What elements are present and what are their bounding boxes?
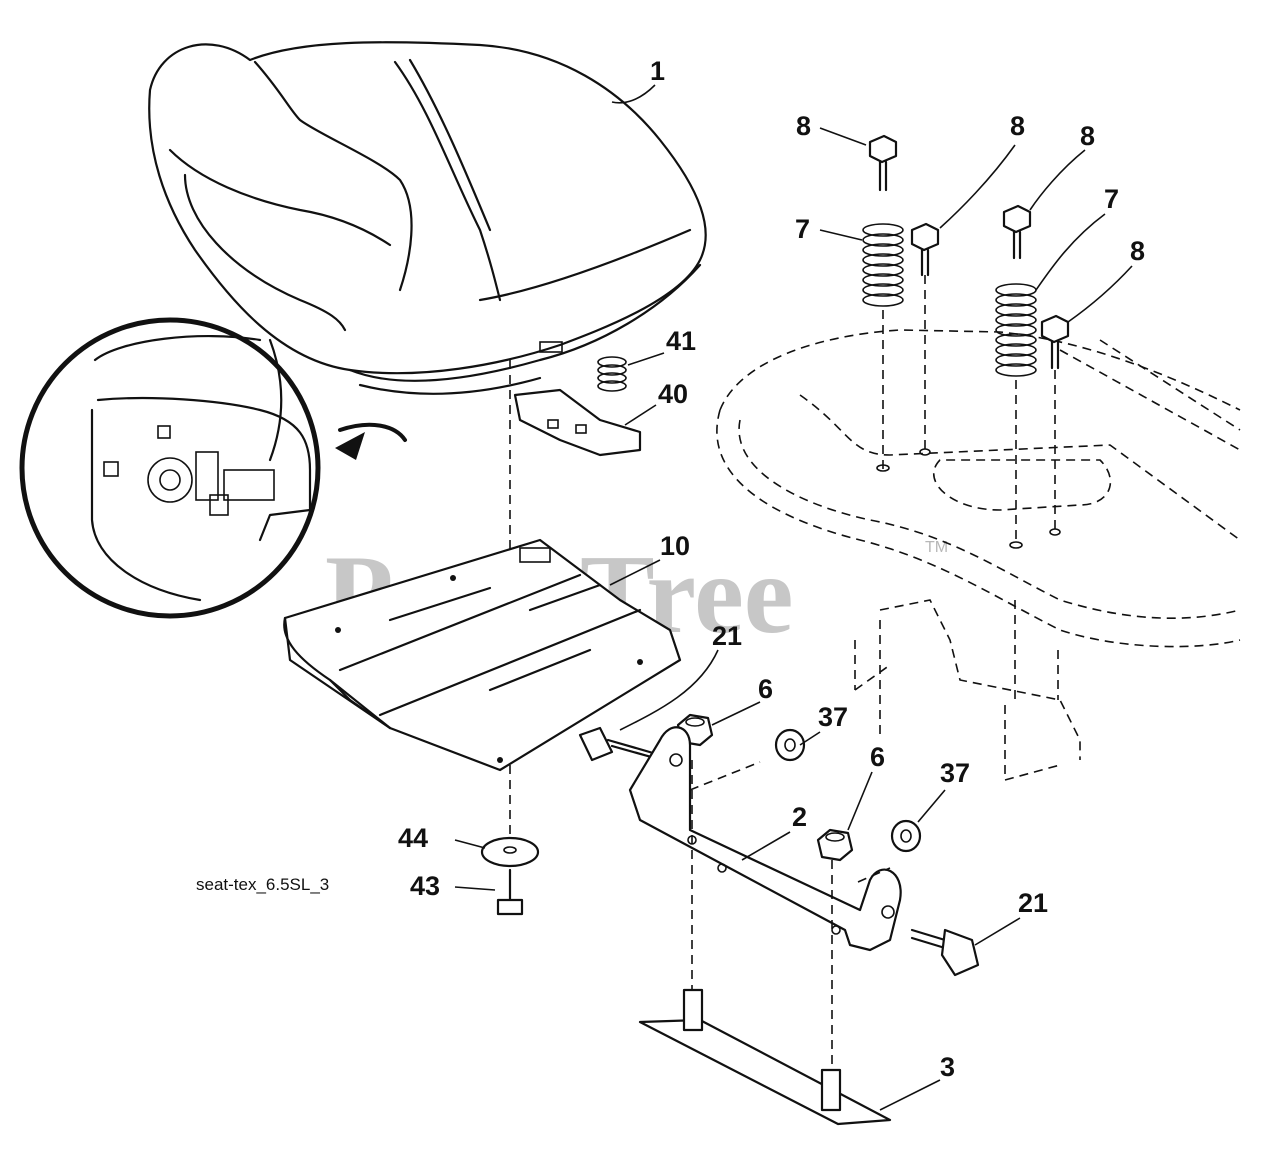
mower-frame-outline bbox=[716, 329, 1241, 781]
bracket-part bbox=[628, 726, 902, 952]
washer-44-part bbox=[480, 836, 540, 868]
plate-part bbox=[638, 988, 892, 1126]
callout-44: 44 bbox=[398, 823, 428, 853]
callout-37-right: 37 bbox=[940, 758, 970, 788]
callout-6-right: 6 bbox=[870, 742, 885, 772]
callout-43: 43 bbox=[410, 871, 440, 901]
callout-40: 40 bbox=[658, 379, 688, 409]
diagram-caption: seat-tex_6.5SL_3 bbox=[196, 875, 329, 894]
callout-7-right: 7 bbox=[1104, 184, 1119, 214]
bolt-8-d-part bbox=[1040, 314, 1070, 370]
small-spring-part bbox=[597, 356, 627, 392]
bolt-8-c-part bbox=[1002, 204, 1032, 260]
seat-pan-part bbox=[283, 538, 682, 772]
seat-part bbox=[148, 41, 707, 395]
trademark-mark: TM bbox=[925, 539, 948, 556]
nut-6-right-part bbox=[816, 828, 854, 862]
callout-3: 3 bbox=[940, 1052, 955, 1082]
callout-6-left: 6 bbox=[758, 674, 773, 704]
washer-37-left-part bbox=[774, 728, 806, 762]
callout-8-a: 8 bbox=[796, 111, 811, 141]
callout-2: 2 bbox=[792, 802, 807, 832]
callout-8-b: 8 bbox=[1010, 111, 1025, 141]
callout-21-right: 21 bbox=[1018, 888, 1048, 918]
callout-1: 1 bbox=[650, 56, 665, 86]
screw-43-part bbox=[496, 868, 524, 916]
callout-10: 10 bbox=[660, 531, 690, 561]
bolt-8-a-part bbox=[868, 134, 898, 192]
detail-inset bbox=[19, 317, 407, 619]
callout-7-left: 7 bbox=[795, 214, 810, 244]
callout-41: 41 bbox=[666, 326, 696, 356]
callout-8-c: 8 bbox=[1080, 121, 1095, 151]
bolt-8-b-part bbox=[910, 222, 940, 277]
callout-37-left: 37 bbox=[818, 702, 848, 732]
callout-21-left: 21 bbox=[712, 621, 742, 651]
spring-7-left-part bbox=[862, 223, 904, 307]
spring-7-right-part bbox=[995, 283, 1037, 377]
washer-37-right-part bbox=[890, 819, 922, 853]
clip-part bbox=[513, 388, 642, 457]
callout-8-d: 8 bbox=[1130, 236, 1145, 266]
bolt-21-right-part bbox=[910, 928, 980, 977]
